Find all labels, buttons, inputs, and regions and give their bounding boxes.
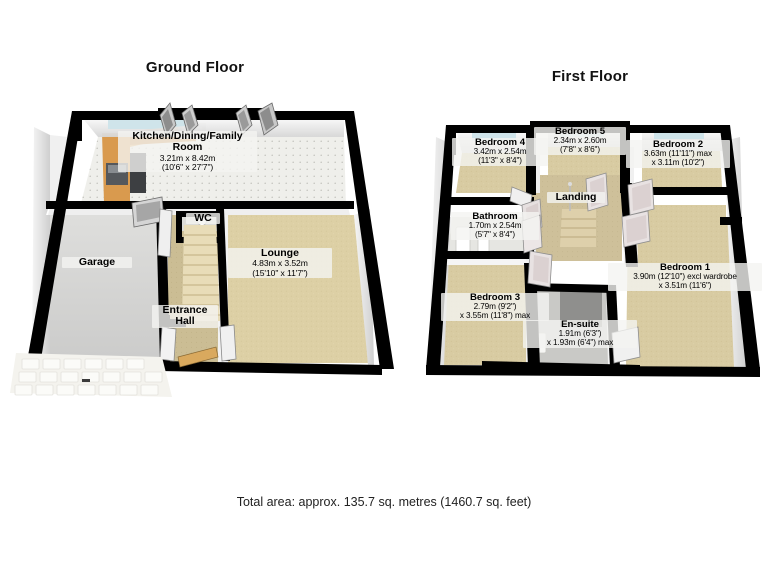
room-label-garage: Garage xyxy=(62,256,132,269)
room-name-garage: Garage xyxy=(78,256,116,268)
room-label-lounge: Lounge 4.83m x 3.52m (15'10" x 11'7") xyxy=(228,247,332,278)
room-label-wc: WC xyxy=(186,212,220,225)
room-dim-bedroom-5-imperial: (7'8" x 8'6") xyxy=(560,145,600,155)
room-name-wc: WC xyxy=(194,212,212,224)
ground-floor-drawing xyxy=(10,102,394,397)
room-floor-lounge xyxy=(226,215,370,363)
room-dim-bedroom-1-imperial: x 3.51m (11'6") xyxy=(658,281,712,291)
room-name-kitchen-2: Room xyxy=(172,141,203,154)
room-name-kitchen: Kitchen/Dining/Family xyxy=(132,130,243,142)
room-label-bedroom-2: Bedroom 2 3.63m (11'11") max x 3.11m (10… xyxy=(626,139,730,169)
room-name-bedroom-1: Bedroom 1 xyxy=(659,262,711,273)
room-label-bedroom-3: Bedroom 3 2.79m (9'2") x 3.55m (11'8") m… xyxy=(441,292,549,322)
room-dim-bedroom-5-metric: 2.34m x 2.60m xyxy=(553,136,607,146)
first-floor-title: First Floor xyxy=(551,68,629,85)
room-label-bathroom: Bathroom 1.70m x 2.54m (5'7" x 8'4") xyxy=(451,211,539,241)
room-label-bedroom-5: Bedroom 5 2.34m x 2.60m (7'8" x 8'6") xyxy=(534,126,626,156)
room-name-lounge: Lounge xyxy=(261,247,299,259)
total-area-text: Total area: approx. 135.7 sq. metres (14… xyxy=(236,495,532,509)
room-dim-bedroom-4-metric: 3.42m x 2.54m xyxy=(473,147,527,157)
room-name-bedroom-2: Bedroom 2 xyxy=(652,139,704,150)
room-dim-bathroom-metric: 1.70m x 2.54m xyxy=(468,221,522,231)
door-kitchen-hall xyxy=(131,196,165,228)
room-label-bedroom-1: Bedroom 1 3.90m (12'10") excl wardrobe x… xyxy=(608,262,762,292)
room-dim-bedroom-3-metric: 2.79m (9'2") xyxy=(473,302,517,312)
room-label-landing: Landing xyxy=(547,191,605,204)
room-label-kitchen: Kitchen/Dining/Family Room 3.21m x 8.42m… xyxy=(118,130,257,173)
front-door xyxy=(159,326,219,368)
room-label-bedroom-4: Bedroom 4 3.42m x 2.54m (11'3" x 8'4") xyxy=(452,137,548,167)
first-floor-drawing xyxy=(426,121,760,377)
room-name-entrance-hall-2: Hall xyxy=(175,315,195,328)
room-dim-bedroom-4-imperial: (11'3" x 8'4") xyxy=(478,156,522,166)
room-dim-bedroom-2-imperial: x 3.11m (10'2") xyxy=(651,158,705,168)
room-dim-bedroom-2-metric: 3.63m (11'11") max xyxy=(644,149,712,159)
room-name-bathroom: Bathroom xyxy=(472,211,518,222)
room-dim-lounge-metric: 4.83m x 3.52m xyxy=(252,258,308,269)
room-name-bedroom-4: Bedroom 4 xyxy=(474,137,526,148)
room-dim-bedroom-3-imperial: x 3.55m (11'8") max xyxy=(459,311,531,321)
room-dim-en-suite-imperial: x 1.93m (6'4") max xyxy=(546,338,614,348)
room-name-en-suite: En-suite xyxy=(561,319,599,330)
door-lounge xyxy=(219,324,237,362)
room-dim-en-suite-metric: 1.91m (6'3") xyxy=(558,329,602,339)
bifold-doors-rear xyxy=(159,102,279,138)
room-name-bedroom-3: Bedroom 3 xyxy=(469,292,521,303)
room-label-entrance-hall: Entrance Hall xyxy=(152,304,218,328)
room-dim-kitchen-metric: 3.21m x 8.42m xyxy=(159,152,216,163)
room-dim-bedroom-1-metric: 3.90m (12'10") excl wardrobe xyxy=(633,272,737,282)
room-name-bedroom-5: Bedroom 5 xyxy=(554,126,606,137)
room-label-en-suite: En-suite 1.91m (6'3") x 1.93m (6'4") max xyxy=(523,319,637,349)
room-name-entrance-hall: Entrance xyxy=(162,304,208,316)
driveway-paving xyxy=(10,353,172,397)
ground-floor-title: Ground Floor xyxy=(145,59,245,76)
door-hall-open xyxy=(157,208,173,258)
room-dim-bathroom-imperial: (5'7" x 8'4") xyxy=(475,230,515,240)
room-name-landing: Landing xyxy=(555,191,597,203)
room-dim-kitchen-imperial: (10'6" x 27'7") xyxy=(161,161,214,172)
room-floor-garage xyxy=(32,215,168,357)
staircase-first xyxy=(560,182,596,247)
room-dim-lounge-imperial: (15'10" x 11'7") xyxy=(252,267,308,278)
